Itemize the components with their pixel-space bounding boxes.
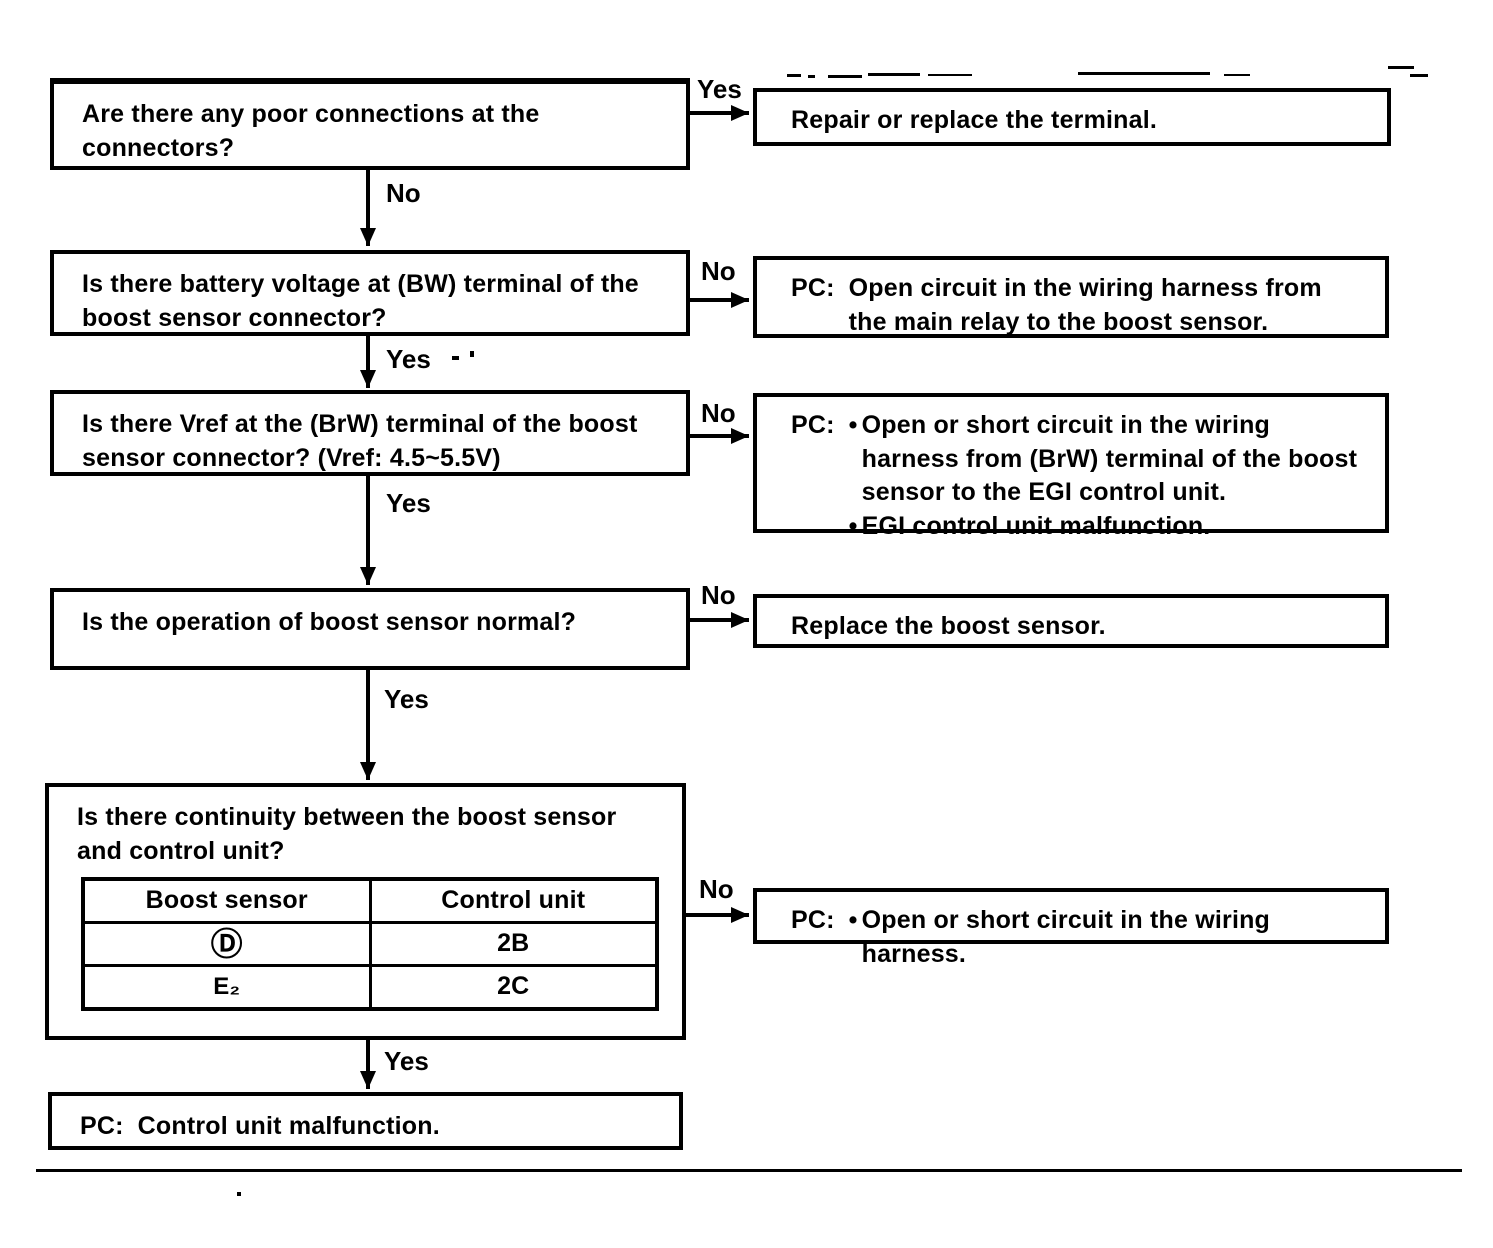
question-box-battery-voltage: Is there battery voltage at (BW) termina… bbox=[50, 250, 690, 336]
scan-artifact bbox=[1078, 72, 1210, 75]
pc-prefix: PC: bbox=[791, 411, 835, 439]
bullet-item: • EGI control unit malfunction. bbox=[849, 510, 1367, 544]
result-text: Open or short circuit in the wiring harn… bbox=[861, 411, 1358, 506]
scan-artifact bbox=[1224, 74, 1250, 76]
bullet-icon: • bbox=[848, 511, 858, 540]
edge-label-yes: Yes bbox=[386, 344, 431, 374]
bullet-item: • Open or short circuit in the wiring ha… bbox=[849, 409, 1367, 510]
pc-prefix: PC: bbox=[80, 1112, 124, 1140]
result-box-control-unit-malfunction: PC: Control unit malfunction. bbox=[48, 1092, 683, 1150]
result-text: Repair or replace the terminal. bbox=[791, 106, 1158, 134]
question-box-connections: Are there any poor connections at the co… bbox=[50, 78, 690, 170]
table-row: E₂ 2C bbox=[81, 964, 659, 1011]
scan-artifact bbox=[237, 1192, 241, 1196]
scan-artifact bbox=[1388, 66, 1414, 69]
pc-prefix: PC: bbox=[791, 274, 835, 302]
scan-artifact bbox=[808, 75, 815, 78]
table-row: Ⓓ 2B bbox=[81, 921, 659, 967]
table-cell-control-pin-2c: 2C bbox=[368, 964, 659, 1011]
question-text: Is there battery voltage at (BW) termina… bbox=[82, 270, 639, 332]
result-box-open-short-brw: PC: • Open or short circuit in the wirin… bbox=[753, 393, 1389, 540]
edge-label-yes: Yes bbox=[384, 1046, 429, 1076]
edge-label-no: No bbox=[701, 580, 736, 610]
result-box-replace-boost-sensor: Replace the boost sensor. bbox=[753, 594, 1389, 648]
question-box-vref: Is there Vref at the (BrW) terminal of t… bbox=[50, 390, 690, 476]
table-cell-control-pin-2b: 2B bbox=[368, 921, 659, 967]
edge-label-yes: Yes bbox=[384, 684, 429, 714]
result-box-repair-terminal: Repair or replace the terminal. bbox=[753, 88, 1391, 146]
scan-artifact bbox=[470, 351, 474, 357]
question-text: Are there any poor connections at the co… bbox=[82, 100, 540, 162]
scan-artifact bbox=[828, 75, 862, 78]
edge-label-no: No bbox=[386, 178, 421, 208]
result-text: Control unit malfunction. bbox=[137, 1112, 440, 1140]
scan-artifact bbox=[787, 74, 801, 77]
table-cell-sensor-pin-d: Ⓓ bbox=[81, 921, 372, 967]
result-text: Open circuit in the wiring harness from … bbox=[848, 274, 1322, 336]
edge-label-no: No bbox=[701, 398, 736, 428]
edge-label-no: No bbox=[699, 874, 734, 904]
question-text: Is the operation of boost sensor normal? bbox=[82, 608, 577, 636]
table-header-control-unit: Control unit bbox=[368, 877, 659, 924]
question-box-sensor-operation: Is the operation of boost sensor normal? bbox=[50, 588, 690, 670]
result-text: EGI control unit malfunction. bbox=[861, 511, 1211, 540]
scan-artifact bbox=[452, 356, 459, 360]
bullet-icon: • bbox=[848, 906, 858, 934]
table-cell-sensor-pin-e2: E₂ bbox=[81, 964, 372, 1011]
bullet-icon: • bbox=[848, 411, 858, 439]
result-box-open-circuit-main-relay: PC: Open circuit in the wiring harness f… bbox=[753, 256, 1389, 338]
scan-artifact bbox=[868, 73, 920, 76]
table-header-row: Boost sensor Control unit bbox=[81, 877, 659, 924]
result-text: Replace the boost sensor. bbox=[791, 612, 1106, 640]
pc-prefix: PC: bbox=[791, 906, 835, 934]
edge-label-yes: Yes bbox=[386, 488, 431, 518]
scan-artifact bbox=[1410, 74, 1428, 77]
result-box-open-short-harness: PC: • Open or short circuit in the wirin… bbox=[753, 888, 1389, 968]
page-separator-line bbox=[36, 1169, 1462, 1172]
result-bullet-list: • Open or short circuit in the wiring ha… bbox=[849, 409, 1367, 543]
question-text: Is there Vref at the (BrW) terminal of t… bbox=[82, 410, 638, 472]
question-text: Is there continuity between the boost se… bbox=[77, 803, 617, 865]
edge-label-no: No bbox=[701, 256, 736, 286]
scan-artifact bbox=[928, 74, 972, 76]
result-text: Open or short circuit in the wiring harn… bbox=[861, 906, 1271, 968]
continuity-pin-table: Boost sensor Control unit Ⓓ 2B E₂ 2C bbox=[81, 877, 659, 1011]
table-header-boost-sensor: Boost sensor bbox=[81, 877, 372, 924]
edge-label-yes: Yes bbox=[697, 74, 742, 104]
question-box-continuity: Is there continuity between the boost se… bbox=[45, 783, 686, 1040]
